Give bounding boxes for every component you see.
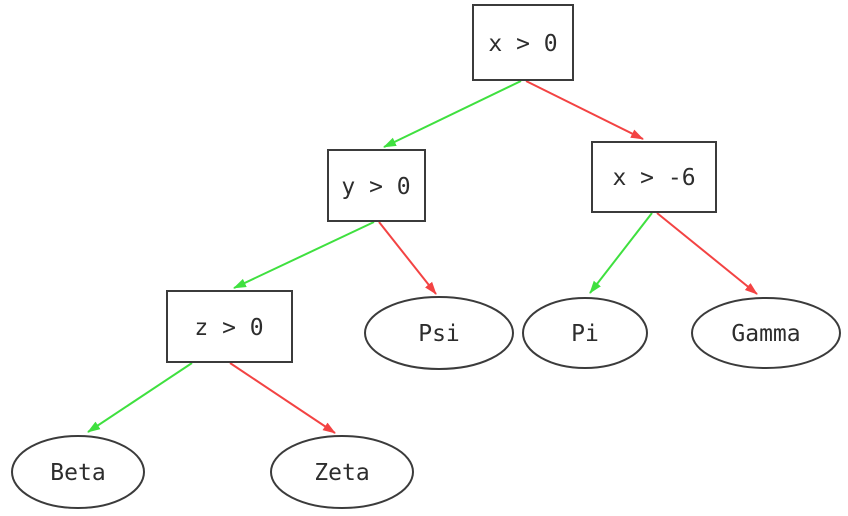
- node-pi: Pi: [522, 297, 648, 369]
- node-root: x > 0: [472, 4, 574, 81]
- edge-y0-to-z0-true: [233, 221, 375, 289]
- edge-root-to-y0-true: [383, 80, 522, 148]
- edge-z0-to-zeta-false: [229, 362, 336, 434]
- node-xm6: x > -6: [591, 141, 717, 213]
- node-psi-ellipse: [364, 296, 514, 370]
- edge-xm6-to-gamma-false: [656, 212, 758, 295]
- node-z0-label: z > 0: [194, 315, 263, 341]
- node-y0: y > 0: [327, 149, 426, 222]
- node-xm6-label: x > -6: [612, 165, 695, 191]
- node-gamma-label: Gamma: [731, 321, 800, 347]
- node-psi: Psi: [364, 296, 514, 370]
- node-zeta: Zeta: [270, 435, 414, 509]
- node-pi-ellipse: [522, 297, 648, 369]
- node-root-label: x > 0: [488, 31, 557, 57]
- node-y0-label: y > 0: [341, 174, 410, 200]
- node-zeta-label: Zeta: [314, 460, 369, 486]
- edge-root-to-xm6-false: [525, 80, 644, 140]
- node-beta-label: Beta: [50, 460, 105, 486]
- node-pi-label: Pi: [571, 321, 599, 347]
- node-root-box: [472, 4, 574, 81]
- node-zeta-ellipse: [270, 435, 414, 509]
- node-psi-label: Psi: [418, 321, 460, 347]
- edge-xm6-to-pi-true: [589, 212, 653, 294]
- edge-y0-to-psi-false: [378, 221, 437, 295]
- node-z0-box: [166, 290, 293, 363]
- node-y0-box: [327, 149, 426, 222]
- edges-layer: [87, 80, 758, 434]
- node-xm6-box: [591, 141, 717, 213]
- edge-z0-to-beta-true: [87, 362, 193, 433]
- node-beta-ellipse: [11, 435, 145, 509]
- node-gamma-ellipse: [691, 297, 841, 369]
- node-z0: z > 0: [166, 290, 293, 363]
- node-gamma: Gamma: [691, 297, 841, 369]
- node-beta: Beta: [11, 435, 145, 509]
